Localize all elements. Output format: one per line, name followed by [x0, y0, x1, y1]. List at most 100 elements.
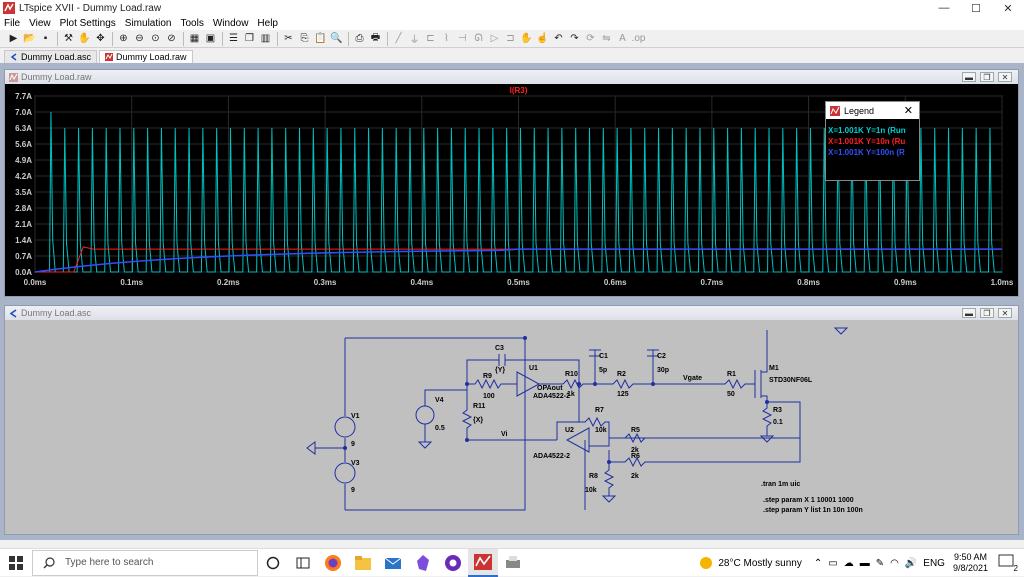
- move-icon[interactable]: ✋: [520, 33, 533, 44]
- control-panel-icon[interactable]: ⚒: [64, 33, 73, 44]
- run-icon[interactable]: ▶: [9, 33, 18, 44]
- pen-icon[interactable]: ✎: [875, 557, 885, 569]
- menu-plot-settings[interactable]: Plot Settings: [59, 17, 116, 29]
- meet-now-icon[interactable]: ▭: [828, 557, 838, 569]
- maximize-button[interactable]: ☐: [971, 2, 981, 15]
- zoom-area-icon[interactable]: ▣: [205, 33, 216, 44]
- menu-simulation[interactable]: Simulation: [124, 17, 172, 29]
- file-explorer-icon[interactable]: [348, 549, 378, 577]
- legend-titlebar[interactable]: Legend ✕: [826, 102, 919, 119]
- drag-icon[interactable]: ☝: [536, 33, 549, 44]
- zoom-cancel-icon[interactable]: ⊘: [167, 33, 176, 44]
- volume-icon[interactable]: 🔊: [904, 557, 918, 569]
- schematic-drawing[interactable]: V1 9 V3 9 V4 0.5 C3 {Y} R9 100 R11 {X} U…: [5, 320, 1018, 534]
- open-icon[interactable]: 📂: [23, 33, 36, 44]
- child-minimize-button[interactable]: ▬: [962, 72, 976, 82]
- print-preview-icon[interactable]: 🖶: [370, 32, 381, 43]
- child-close-button[interactable]: ✕: [998, 72, 1012, 82]
- child-minimize-button[interactable]: ▬: [962, 308, 976, 318]
- printer-app-icon[interactable]: [498, 549, 528, 577]
- label-r3-value: 0.1: [773, 419, 783, 426]
- child-restore-button[interactable]: ❐: [980, 308, 994, 318]
- pan-icon[interactable]: ✥: [96, 33, 105, 44]
- task-view-icon[interactable]: [258, 549, 288, 577]
- menu-file[interactable]: File: [4, 17, 21, 29]
- windows-start-button[interactable]: [0, 549, 32, 577]
- spice-directive-step-y[interactable]: .step param Y list 1n 10n 100n: [763, 507, 863, 514]
- wifi-icon[interactable]: ◠: [890, 557, 899, 569]
- menu-help[interactable]: Help: [257, 17, 278, 29]
- label-icon[interactable]: ⊏: [426, 33, 435, 44]
- clock[interactable]: 9:50 AM 9/8/2021: [953, 552, 988, 574]
- ground-icon[interactable]: ⏚: [409, 35, 420, 46]
- obsidian-icon[interactable]: [408, 549, 438, 577]
- firefox-icon[interactable]: [318, 549, 348, 577]
- tab-dummy-load-raw[interactable]: Dummy Load.raw: [99, 50, 193, 63]
- save-icon[interactable]: ▪: [43, 33, 48, 44]
- tile-vertical-icon[interactable]: ▥: [260, 33, 271, 44]
- autorange-icon[interactable]: ▦: [189, 33, 200, 44]
- redo-icon[interactable]: ↷: [570, 33, 579, 44]
- app-ring-icon[interactable]: [438, 549, 468, 577]
- close-button[interactable]: ✕: [1003, 2, 1013, 15]
- x-tick-label: 0.5ms: [507, 278, 530, 287]
- child-close-button[interactable]: ✕: [998, 308, 1012, 318]
- resistor-icon[interactable]: ⌇: [444, 33, 449, 44]
- paste-icon[interactable]: 📋: [314, 33, 327, 44]
- label-r1: R1: [727, 371, 736, 378]
- undo-icon[interactable]: ↶: [554, 33, 563, 44]
- label-c3-value: {Y}: [495, 367, 505, 374]
- language-indicator[interactable]: ENG: [923, 557, 945, 569]
- waveform-window-titlebar[interactable]: Dummy Load.raw ▬ ❐ ✕: [5, 70, 1018, 84]
- diode-icon[interactable]: ▷: [490, 33, 499, 44]
- child-restore-button[interactable]: ❐: [980, 72, 994, 82]
- tab-dummy-load-asc[interactable]: Dummy Load.asc: [4, 50, 98, 63]
- cut-icon[interactable]: ✂: [284, 33, 293, 44]
- zoom-out-icon[interactable]: ⊖: [135, 33, 144, 44]
- label-m1-part: STD30NF06L: [769, 377, 813, 384]
- rotate-icon[interactable]: ⟳: [586, 33, 595, 44]
- schematic-canvas[interactable]: V1 9 V3 9 V4 0.5 C3 {Y} R9 100 R11 {X} U…: [5, 320, 1018, 534]
- print-icon[interactable]: ⎙: [355, 33, 364, 44]
- wire-icon[interactable]: ╱: [395, 33, 402, 44]
- label-vi: Vi: [501, 431, 508, 438]
- copy-icon[interactable]: ⎘: [300, 33, 309, 44]
- x-tick-label: 0.8ms: [797, 278, 820, 287]
- zoom-fit-icon[interactable]: ⊙: [151, 33, 160, 44]
- widgets-icon[interactable]: [288, 549, 318, 577]
- inductor-icon[interactable]: ᘏ: [474, 33, 483, 44]
- ltspice-taskbar-icon[interactable]: [468, 548, 498, 577]
- waveform-icon: [9, 72, 18, 82]
- tile-horizontal-icon[interactable]: ☰: [229, 33, 238, 44]
- capacitor-icon[interactable]: ⊣: [458, 33, 467, 44]
- menu-window[interactable]: Window: [212, 17, 249, 29]
- label-r1-value: 50: [727, 391, 735, 398]
- onedrive-icon[interactable]: ☁: [843, 557, 854, 569]
- menu-tools[interactable]: Tools: [180, 17, 204, 29]
- halt-icon[interactable]: ✋: [78, 33, 91, 44]
- component-icon[interactable]: ⊐: [506, 33, 515, 44]
- minimize-button[interactable]: —: [938, 2, 950, 14]
- find-icon[interactable]: 🔍: [330, 33, 343, 44]
- taskbar-search-box[interactable]: Type here to search: [32, 549, 258, 576]
- schematic-window-titlebar[interactable]: Dummy Load.asc ▬ ❐ ✕: [5, 306, 1018, 320]
- tray-expand-icon[interactable]: ⌃: [813, 557, 823, 569]
- spice-directive-icon[interactable]: .op: [631, 33, 646, 44]
- text-icon[interactable]: A: [619, 33, 626, 44]
- spice-directive-tran[interactable]: .tran 1m uic: [761, 481, 800, 488]
- zoom-in-icon[interactable]: ⊕: [119, 33, 128, 44]
- x-tick-label: 0.2ms: [217, 278, 240, 287]
- label-u1-part: ADA4522-2: [533, 393, 570, 400]
- cascade-icon[interactable]: ❐: [245, 33, 254, 44]
- mirror-icon[interactable]: ⇋: [602, 33, 611, 44]
- menu-view[interactable]: View: [29, 17, 51, 29]
- notification-center-button[interactable]: 2: [998, 553, 1020, 573]
- legend-window[interactable]: Legend ✕ X=1.001K Y=1n (Run X=1.001K Y=1…: [825, 101, 920, 181]
- weather-text[interactable]: 28°C Mostly sunny: [718, 557, 802, 569]
- spice-directive-step-x[interactable]: .step param X 1 10001 1000: [763, 497, 854, 504]
- display-icon[interactable]: ▬: [859, 557, 870, 569]
- mail-icon[interactable]: [378, 549, 408, 577]
- toolbar-separator: [112, 31, 113, 46]
- legend-close-button[interactable]: ✕: [903, 105, 913, 117]
- y-tick-label: 2.8A: [15, 204, 32, 213]
